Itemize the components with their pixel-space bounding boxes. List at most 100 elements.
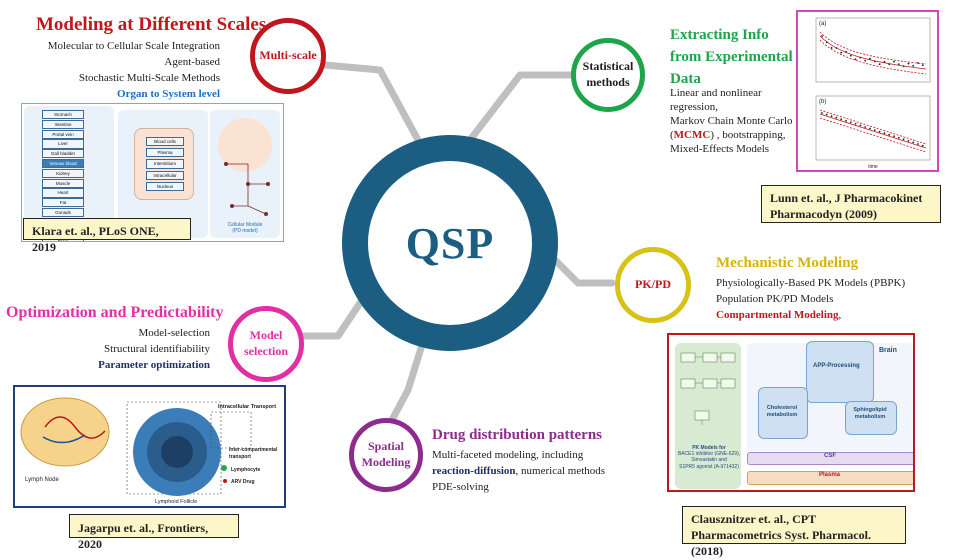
organ-box: Fat (42, 198, 84, 208)
organ-box: Muscle (42, 178, 84, 188)
data-point (859, 124, 862, 127)
connector-spatial (388, 341, 426, 424)
data-point (821, 112, 823, 114)
multiscale-item: Agent-based (164, 56, 220, 68)
statistical-citation: Lunn et. al., J Pharmacokinet Pharmacody… (761, 185, 941, 223)
organ-box: Venous blood (42, 158, 84, 169)
lymphocyte-label: Lymphocyte (231, 467, 260, 473)
panel-b-label: (b) (819, 99, 826, 105)
qsp-hub: QSP (342, 135, 558, 351)
data-point (840, 51, 843, 54)
brain-label: Brain (879, 347, 897, 354)
spatial-node: Spatial Modeling (349, 418, 423, 492)
data-point (888, 133, 891, 136)
plasma-label: Plasma (819, 472, 841, 478)
data-point (907, 62, 910, 65)
data-point (883, 60, 886, 63)
organ-box: Gall bladder (42, 149, 84, 159)
multiscale-item: Stochastic Multi-Scale Methods (78, 72, 220, 84)
spatial-highlight: reaction-diffusion (432, 465, 516, 477)
organ-box: Intestine (42, 119, 84, 129)
organ-box: Gonads (42, 207, 84, 218)
data-point (917, 143, 919, 145)
cell-compartment-box: Intracellular (146, 170, 184, 180)
mcmc-highlight: MCMC (673, 129, 711, 141)
multiscale-node-label: Multi-scale (259, 48, 317, 63)
lymph-node-illustration: Lymph Node Lymphoid Follicle Intracellul… (20, 397, 278, 505)
model-selection-heading: Optimization and Predictability (6, 304, 224, 321)
organ-box: Stomach (42, 110, 84, 120)
data-point (878, 130, 881, 133)
data-point (897, 136, 900, 139)
mcmc-trace-plots: (a) (b) time (815, 17, 931, 170)
connector-statistical (466, 71, 576, 144)
pkpd-node: PK/PD (615, 247, 691, 323)
data-point (893, 60, 895, 63)
data-point (912, 141, 915, 144)
data-point (912, 64, 915, 67)
data-point (873, 129, 876, 131)
data-point (845, 50, 847, 53)
model-selection-items: Model-selection Structural identifiabili… (98, 327, 210, 371)
pkpd-node-label: PK/PD (635, 277, 671, 292)
data-point (917, 62, 919, 64)
data-point (897, 63, 900, 65)
data-point (854, 58, 857, 61)
data-point (830, 47, 833, 49)
data-point (921, 144, 924, 147)
connector-multiscale (321, 61, 422, 144)
pkpd-figure: PK Models for BACE1 inhibitor (GNE-629),… (667, 333, 915, 492)
hub-label: QSP (405, 218, 495, 268)
pkpd-citation: Clausznitzer et. al., CPT Pharmacometric… (682, 506, 906, 558)
intracellular-label: Intracellular Transport (218, 404, 276, 410)
organ-box: Liver (42, 139, 84, 149)
multiscale-heading: Modeling at Different Scales (36, 14, 267, 35)
inter-label-2: transport (229, 454, 251, 460)
data-point (859, 56, 862, 59)
data-point (840, 118, 843, 121)
data-point (869, 127, 871, 130)
data-point (825, 113, 828, 116)
organ-box: Portal vein (42, 129, 84, 139)
data-point (835, 47, 838, 49)
data-point (845, 119, 847, 122)
data-point (830, 115, 833, 117)
multiscale-highlight: Organ to System level (117, 88, 220, 100)
statistical-node: Statistical methods (571, 38, 645, 112)
data-point (878, 63, 881, 66)
observation-points (821, 35, 924, 147)
connector-model-selection (298, 296, 366, 340)
data-point (825, 41, 828, 44)
pkpd-highlight: Compartmental Modeling (716, 309, 839, 321)
multiscale-node: Multi-scale (250, 18, 326, 94)
cell-module-caption: Cellular Module (PD model) (227, 222, 263, 234)
data-point (864, 59, 867, 62)
data-point (873, 60, 876, 63)
data-point (907, 140, 910, 142)
data-point (883, 132, 886, 135)
cell-compartment-box: Plasma (146, 148, 184, 158)
organ-box: Kidney (42, 168, 84, 178)
pk-model-note: PK Models for BACE1 inhibitor (GNE-629),… (677, 445, 741, 470)
data-point (835, 116, 838, 119)
data-point (849, 54, 852, 57)
data-point (893, 135, 895, 138)
statistical-figure: (a) (b) time (796, 10, 939, 172)
app-label: APP-Processing (813, 363, 860, 369)
data-point (902, 138, 905, 141)
lymph-node-label: Lymph Node (25, 477, 59, 483)
data-point (854, 122, 857, 125)
x-axis-label: time (868, 164, 878, 170)
model-selection-highlight: Parameter optimization (98, 359, 210, 371)
csf-band (747, 452, 913, 465)
pd-network-icon (224, 162, 270, 216)
app-panel (806, 341, 874, 403)
data-point (888, 63, 891, 66)
csf-label: CSF (824, 453, 836, 459)
sphingolipid-panel (845, 401, 897, 435)
model-selection-node: Model selection (228, 306, 304, 382)
pkpd-heading: Mechanistic Modeling (716, 255, 859, 271)
cholesterol-label: Cholesterol metabolism (766, 405, 798, 418)
